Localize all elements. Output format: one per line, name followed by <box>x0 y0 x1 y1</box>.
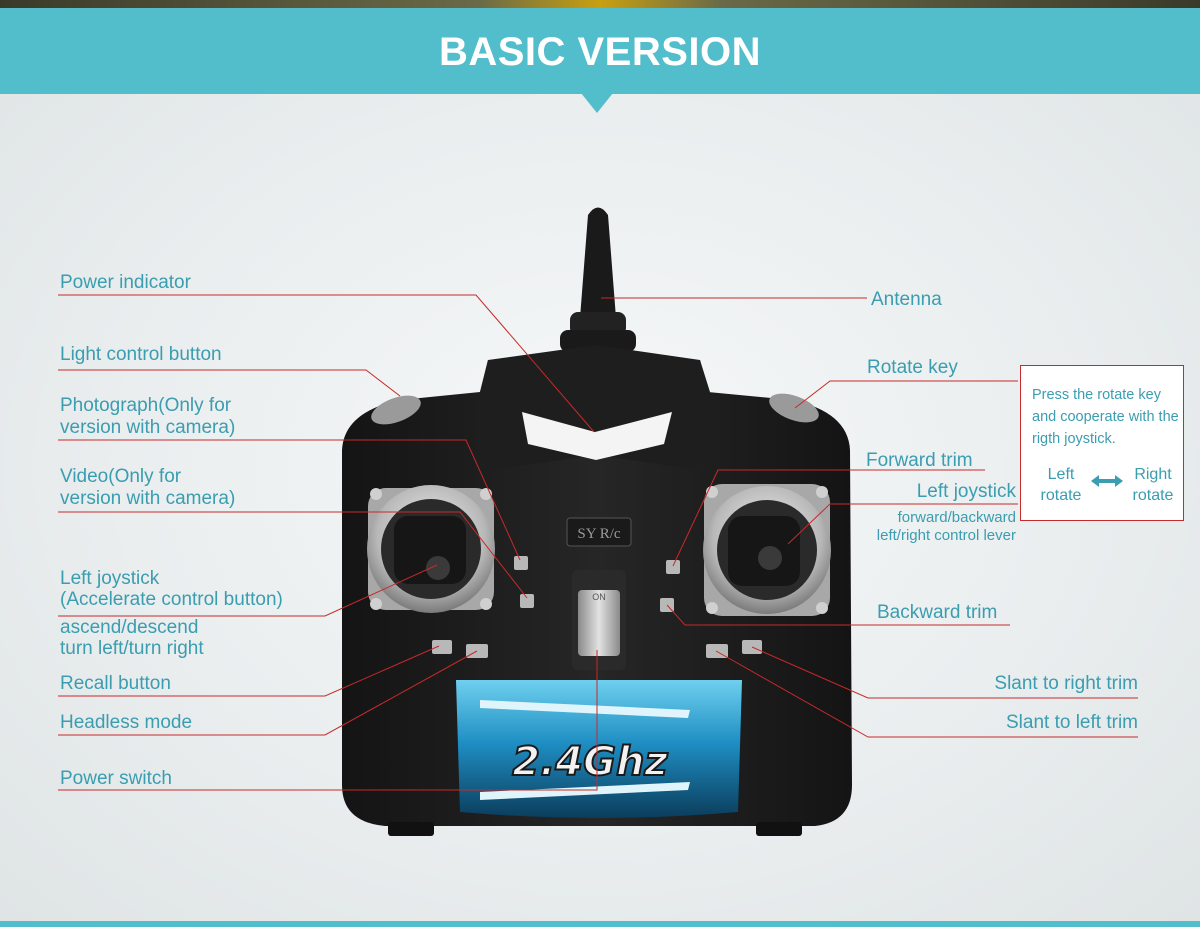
forward-trim-button[interactable] <box>666 560 680 574</box>
rotate-info-box: Press the rotate key and cooperate with … <box>1020 365 1184 521</box>
label-antenna: Antenna <box>871 289 942 310</box>
info-left-line2: rotate <box>1040 487 1082 504</box>
leader-video <box>58 511 528 599</box>
info-right-rotate: Right rotate <box>1125 464 1181 506</box>
label-left-joystick-line3: ascend/descend <box>60 617 199 638</box>
label-video-line1: Video(Only for <box>60 466 182 487</box>
bottom-strip <box>0 921 1200 927</box>
leader-light-control <box>58 369 401 397</box>
label-photograph-line2: version with camera) <box>60 417 236 438</box>
leader-slant-right <box>751 646 1138 699</box>
leader-headless <box>58 650 478 736</box>
label-slant-left-trim: Slant to left trim <box>1006 712 1138 733</box>
recall-button[interactable] <box>432 640 452 654</box>
label-right-panel-joystick: Left joystick <box>916 481 1016 502</box>
banner-pointer <box>581 93 613 113</box>
leader-power-switch <box>58 650 598 791</box>
power-switch[interactable] <box>572 570 626 670</box>
brand-badge <box>566 517 632 547</box>
banner: BASIC VERSION <box>0 8 1200 94</box>
top-strip <box>0 0 1200 8</box>
label-power-switch: Power switch <box>60 768 172 789</box>
leader-backward-trim <box>666 604 1010 626</box>
label-forward-trim: Forward trim <box>866 450 973 471</box>
label-left-joystick-line1: Left joystick <box>60 568 160 589</box>
label-right-panel-joystick-sub1: forward/backward <box>897 509 1016 526</box>
leader-power-indicator <box>58 294 595 433</box>
info-left-line1: Left <box>1047 466 1075 483</box>
leader-recall <box>58 645 440 697</box>
brand-badge-text: SY R/c <box>577 526 621 542</box>
label-right-panel-joystick-sub2: left/right control lever <box>876 527 1016 544</box>
right-joystick[interactable] <box>703 484 831 616</box>
photograph-button[interactable] <box>514 556 528 570</box>
video-button[interactable] <box>520 594 534 608</box>
label-backward-trim: Backward trim <box>877 602 998 623</box>
antenna <box>560 207 636 352</box>
left-joystick[interactable] <box>367 485 495 613</box>
label-left-joystick-line2: (Accelerate control button) <box>60 589 283 610</box>
info-box-text: Press the rotate key and cooperate with … <box>1032 387 1179 447</box>
power-indicator-light <box>522 412 672 460</box>
label-left-joystick-line4: turn left/turn right <box>60 638 204 659</box>
label-video-line2: version with camera) <box>60 488 236 509</box>
leader-left-joystick <box>58 564 438 617</box>
banner-title: BASIC VERSION <box>438 30 762 74</box>
label-rotate-key: Rotate key <box>867 357 958 378</box>
info-right-line2: rotate <box>1132 487 1174 504</box>
light-control-shoulder-button[interactable] <box>367 390 424 430</box>
leader-forward-trim <box>672 469 985 567</box>
leader-photograph <box>58 439 521 561</box>
info-left-rotate: Left rotate <box>1033 464 1089 506</box>
label-photograph-line1: Photograph(Only for <box>60 395 232 416</box>
double-arrow-icon <box>1091 475 1123 487</box>
power-switch-on-text: ON <box>592 592 606 602</box>
label-light-control-button: Light control button <box>60 344 222 365</box>
rotate-shoulder-button[interactable] <box>765 388 822 428</box>
info-right-line1: Right <box>1134 466 1172 483</box>
leader-right-joystick <box>787 503 1018 545</box>
panel-stripe <box>480 700 690 718</box>
leader-rotate-key <box>794 380 1018 409</box>
label-slant-right-trim: Slant to right trim <box>994 673 1138 694</box>
label-recall-button: Recall button <box>60 673 171 694</box>
leader-slant-left <box>715 650 1138 738</box>
band-text: 2.4Ghz <box>512 739 668 785</box>
label-headless-mode: Headless mode <box>60 712 193 733</box>
panel-stripe <box>480 782 690 800</box>
leader-lines <box>58 294 1138 791</box>
label-power-indicator: Power indicator <box>60 272 191 293</box>
